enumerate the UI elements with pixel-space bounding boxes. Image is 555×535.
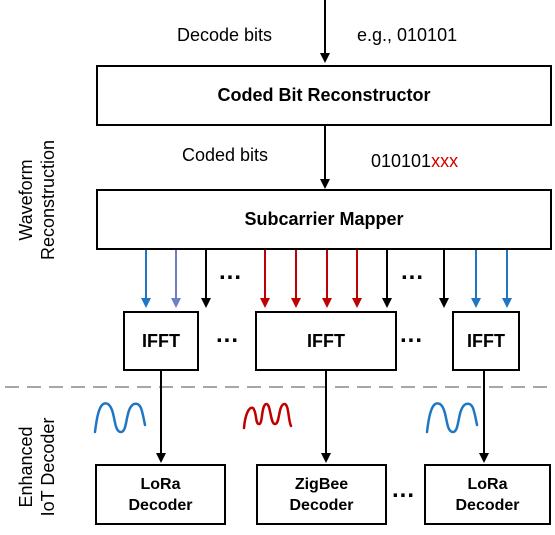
decoder-label-line2: Decoder: [128, 496, 193, 514]
subcarrier-ellipsis: ...: [401, 258, 425, 285]
coded-bits-label: Coded bits: [182, 145, 269, 165]
decoder-ellipsis: ...: [392, 476, 416, 503]
decoder-label-line1: LoRa: [467, 475, 508, 493]
ifft-box-left: IFFT: [123, 311, 199, 371]
decoder-box-lora-right: LoRa Decoder: [424, 464, 551, 525]
decoder-label-line2: Decoder: [289, 496, 354, 514]
example-bits-label: e.g., 010101: [357, 25, 458, 45]
decoder-label-line1: LoRa: [140, 475, 181, 493]
coded-bits-value: 010101xxx: [371, 151, 458, 172]
side-label-line: Waveform: [16, 159, 36, 241]
decoder-label-line2: Decoder: [455, 496, 520, 514]
waveform-reconstruction-side-label: Waveform Reconstruction: [15, 135, 59, 265]
ifft-box-center: IFFT: [255, 311, 397, 371]
ifft-ellipsis: ...: [400, 321, 424, 348]
coded-bits-plain: 010101: [371, 151, 432, 171]
ifft-label: IFFT: [142, 330, 180, 351]
decode-bits-label: Decode bits: [177, 25, 273, 45]
enhanced-iot-decoder-side-label: Enhanced IoT Decoder: [15, 407, 59, 527]
coded-bits-unknown: xxx: [431, 151, 459, 171]
side-label-line: Enhanced: [16, 426, 36, 508]
side-label-line: Reconstruction: [38, 139, 58, 261]
zigbee-waveform-icon: [242, 402, 293, 430]
lora-waveform-icon: [425, 402, 479, 434]
ifft-box-right: IFFT: [452, 311, 520, 371]
decoder-label-line1: ZigBee: [294, 475, 349, 493]
decoder-box-zigbee: ZigBee Decoder: [256, 464, 387, 525]
ifft-label: IFFT: [467, 330, 505, 351]
lora-waveform-icon: [93, 402, 147, 434]
side-label-line: IoT Decoder: [38, 417, 58, 517]
coded-bit-reconstructor-box: Coded Bit Reconstructor: [96, 65, 552, 126]
subcarrier-mapper-label: Subcarrier Mapper: [244, 209, 404, 229]
subcarrier-mapper-box: Subcarrier Mapper: [96, 189, 552, 250]
subcarrier-ellipsis: ...: [219, 258, 243, 285]
coded-bit-reconstructor-label: Coded Bit Reconstructor: [217, 85, 431, 105]
ifft-label: IFFT: [307, 330, 345, 351]
decoder-box-lora-left: LoRa Decoder: [95, 464, 226, 525]
ifft-ellipsis: ...: [216, 321, 240, 348]
